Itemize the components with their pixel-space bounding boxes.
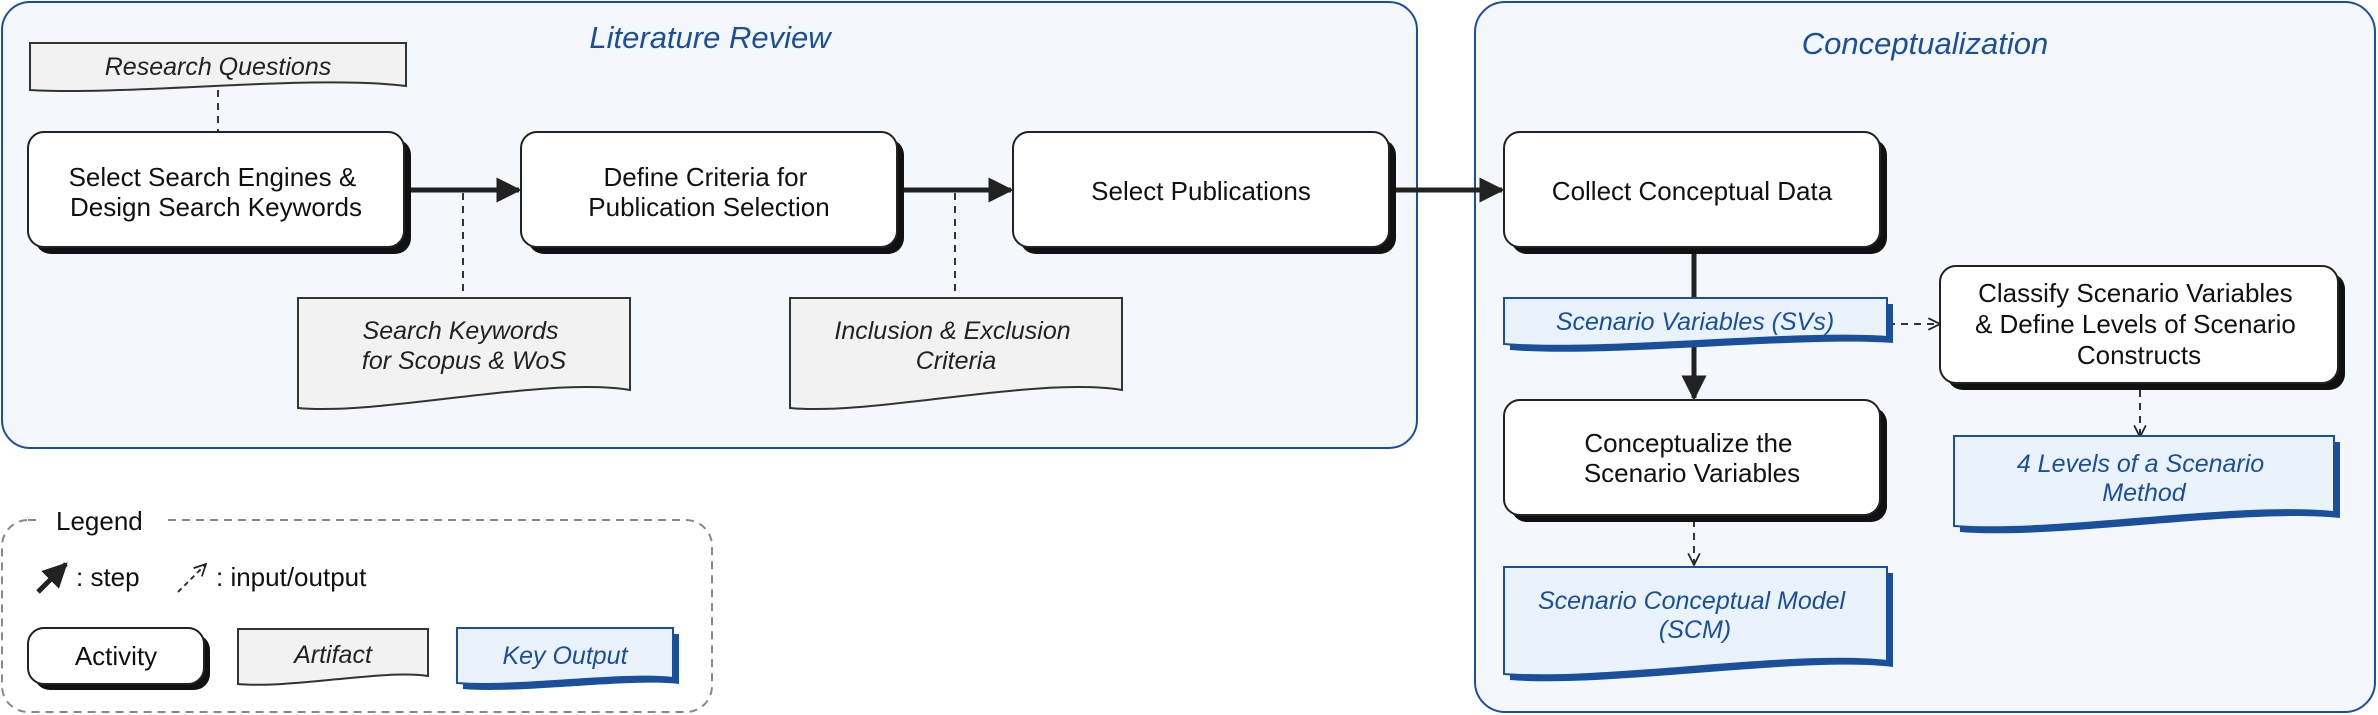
conceptualization-title: Conceptualization bbox=[1802, 26, 2048, 61]
activity-label: Select Search Engines & Design Search Ke… bbox=[69, 162, 364, 222]
key-output-four-levels: 4 Levels of a Scenario Method bbox=[1953, 435, 2340, 534]
key-output-label: Scenario Variables (SVs) bbox=[1556, 308, 1834, 336]
key-output-label: 4 Levels of a Scenario Method bbox=[2017, 450, 2271, 507]
legend-artifact-swatch: Artifact bbox=[237, 628, 429, 686]
activity-label: Define Criteria for Publication Selectio… bbox=[588, 162, 829, 222]
artifact-label: Research Questions bbox=[105, 53, 332, 81]
legend-activity-label: Activity bbox=[75, 641, 157, 671]
activity-label: Conceptualize the Scenario Variables bbox=[1584, 428, 1800, 488]
literature-review-title: Literature Review bbox=[589, 20, 833, 55]
artifact-search-keywords: Search Keywords for Scopus & WoS bbox=[297, 297, 631, 411]
artifact-label: Inclusion & Exclusion Criteria bbox=[834, 317, 1077, 375]
legend-key-output-swatch: Key Output bbox=[456, 627, 679, 690]
activity-conceptualize-svs: Conceptualize the Scenario Variables bbox=[1503, 399, 1887, 522]
activity-classify-svs: Classify Scenario Variables & Define Lev… bbox=[1939, 265, 2345, 390]
activity-select-search-engines: Select Search Engines & Design Search Ke… bbox=[27, 131, 411, 254]
legend-key-output-label: Key Output bbox=[502, 642, 628, 670]
legend-activity-swatch: Activity bbox=[27, 627, 210, 690]
artifact-inclusion-criteria: Inclusion & Exclusion Criteria bbox=[789, 297, 1123, 411]
legend-title: Legend bbox=[56, 506, 143, 536]
legend-io-label: : input/output bbox=[216, 562, 367, 592]
legend-io-arrow-icon bbox=[177, 564, 206, 593]
key-output-scm: Scenario Conceptual Model (SCM) bbox=[1503, 566, 1893, 682]
artifact-label: Search Keywords for Scopus & WoS bbox=[362, 317, 567, 375]
key-output-label: Scenario Conceptual Model (SCM) bbox=[1538, 587, 1852, 644]
activity-select-publications: Select Publications bbox=[1012, 131, 1396, 254]
activity-collect-conceptual-data: Collect Conceptual Data bbox=[1503, 131, 1887, 254]
legend-step-arrow-icon bbox=[36, 562, 68, 594]
legend-step-label: : step bbox=[76, 562, 140, 592]
artifact-research-questions: Research Questions bbox=[29, 42, 407, 93]
activity-define-criteria: Define Criteria for Publication Selectio… bbox=[520, 131, 904, 254]
key-output-scenario-variables: Scenario Variables (SVs) bbox=[1503, 297, 1893, 352]
legend: Legend : step : input/output Activity Ar… bbox=[1, 505, 713, 713]
activity-label: Collect Conceptual Data bbox=[1552, 176, 1833, 206]
activity-label: Classify Scenario Variables & Define Lev… bbox=[1975, 278, 2303, 370]
legend-artifact-label: Artifact bbox=[292, 641, 373, 669]
activity-label: Select Publications bbox=[1091, 176, 1311, 206]
